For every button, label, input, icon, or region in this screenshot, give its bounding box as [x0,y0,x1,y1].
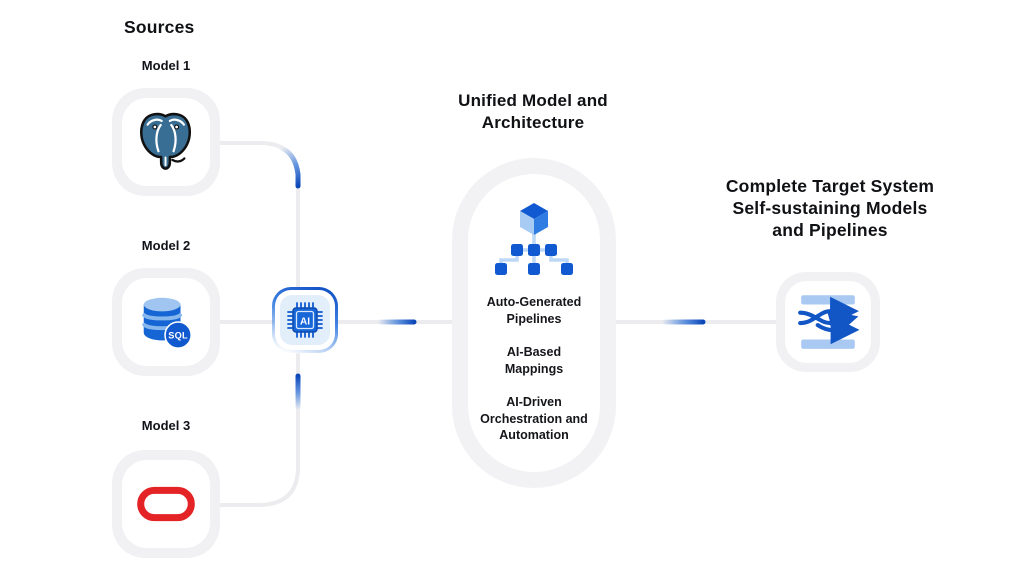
sql-database-icon: SQL [142,297,192,349]
model-3-card-face [122,460,210,548]
model-1-label: Model 1 [141,58,191,73]
model-1-card [112,88,220,196]
model-3-card [112,450,220,558]
model-2-label: Model 2 [141,238,191,253]
ai-chip-ring: AI [275,290,335,350]
unified-capsule-face: Auto-Generated Pipelines AI-Based Mappin… [468,174,600,472]
connector-model3 [218,353,300,507]
sources-heading: Sources [124,17,195,37]
ai-chip-icon: AI [287,302,323,338]
ai-chip-label: AI [300,316,310,327]
feature-item: Auto-Generated Pipelines [486,295,582,326]
feature-item: AI-Driven Orchestration and Automation [480,395,588,442]
oracle-icon [137,486,195,522]
ai-chip-face: AI [280,295,330,345]
model-hierarchy-icon [495,203,573,275]
feature-item: AI-Based Mappings [504,345,564,376]
unified-features: Auto-Generated Pipelines AI-Based Mappin… [477,294,591,461]
target-heading: Complete Target System Self-sustaining M… [725,176,935,241]
unified-capsule: Auto-Generated Pipelines AI-Based Mappin… [452,158,616,488]
target-card-face [785,281,871,363]
model-2-card-face: SQL [122,278,210,366]
connector-model1 [218,141,300,289]
model-2-card: SQL [112,268,220,376]
model-1-card-face [122,98,210,186]
model-3-label: Model 3 [141,418,191,433]
sql-badge: SQL [168,331,188,341]
ai-chip-card: AI [272,287,338,353]
unified-heading: Unified Model and Architecture [458,91,608,133]
target-card [776,272,880,372]
shuffle-arrows-icon [798,295,860,349]
postgresql-icon [140,112,192,170]
pulse-model1 [278,145,301,189]
